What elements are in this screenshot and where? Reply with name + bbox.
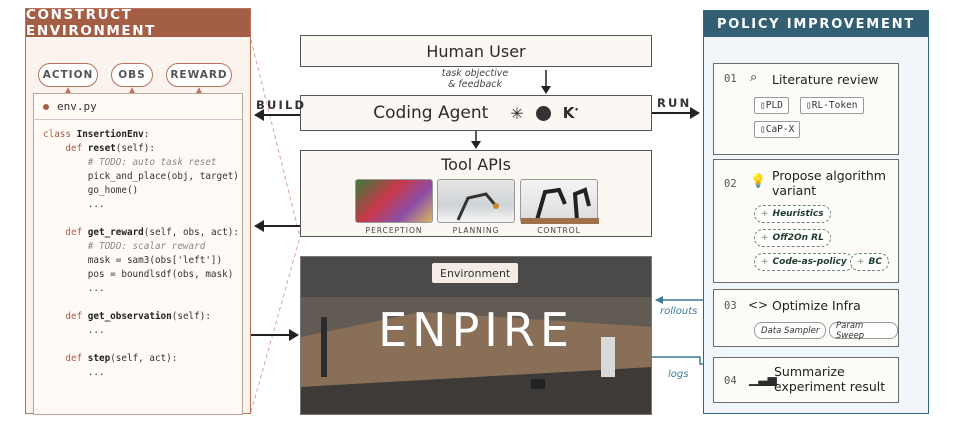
pill-action-arrow: ▲	[64, 86, 72, 96]
tag-cap-x: ▯ CaP-X	[754, 121, 801, 138]
control-robot-icon	[521, 187, 599, 224]
step-literature-review: 01 ⌕ Literature review ▯ PLD ▯ RL-Token …	[713, 63, 899, 155]
code-editor: env.py class InsertionEnv: def reset(sel…	[33, 93, 243, 415]
step-title: Summarize experiment result	[774, 364, 886, 394]
bar-chart-icon: ▁▃▅	[749, 372, 777, 386]
code-body: class InsertionEnv: def reset(self): # T…	[43, 129, 239, 378]
step-number: 04	[724, 375, 737, 387]
coding-agent-box: Coding Agent ✳ K•	[300, 95, 652, 131]
step-title: Optimize Infra	[772, 298, 861, 313]
tag-heuristics: +Heuristics	[754, 205, 831, 223]
rollouts-label: rollouts	[660, 306, 698, 317]
task-objective-label: task objective & feedback	[441, 68, 509, 90]
tag-pld: ▯ PLD	[754, 97, 789, 114]
pill-obs: OBS	[111, 63, 153, 87]
kimi-logo-icon: K•	[562, 104, 579, 122]
step-title: Literature review	[772, 72, 879, 87]
perception-image	[355, 179, 433, 223]
policy-improvement-header: POLICY IMPROVEMENT	[704, 11, 928, 37]
logs-label: logs	[668, 369, 689, 380]
pill-action: ACTION	[38, 63, 98, 87]
construct-environment-header: CONSTRUCT ENVIRONMENT	[26, 7, 250, 39]
tag-bc: +BC	[850, 253, 890, 271]
lightbulb-icon: 💡	[750, 174, 767, 189]
step-number: 02	[724, 178, 737, 190]
build-label: BUILD	[256, 98, 307, 112]
tool-label-perception: PERCEPTION	[365, 226, 423, 235]
pill-reward-arrow: ▲	[195, 86, 203, 96]
step-title: Propose algorithm variant	[772, 168, 886, 198]
code-file-tab: env.py	[34, 94, 242, 120]
tag-rl-token: ▯ RL-Token	[800, 97, 864, 114]
tag-param-sweep: Param Sweep	[829, 321, 898, 341]
environment-tag: Environment	[432, 263, 519, 283]
coding-agent-label: Coding Agent	[373, 103, 489, 123]
tool-apis-box: Tool APIs PERCEPTION PLANNING CONTROL	[300, 150, 652, 237]
enpire-title: ENPIRE	[378, 303, 574, 357]
human-user-box: Human User	[300, 35, 652, 67]
step-optimize-infra: 03 <> Optimize Infra Data Sampler Param …	[713, 289, 899, 347]
tool-label-planning: PLANNING	[452, 226, 500, 235]
step-propose-algorithm: 02 💡 Propose algorithm variant +Heuristi…	[713, 159, 899, 283]
planning-image	[437, 179, 515, 223]
tag-off2on-rl: +Off2On RL	[754, 229, 831, 247]
file-dot-icon	[43, 103, 49, 110]
tool-apis-title: Tool APIs	[441, 155, 511, 174]
anthropic-logo-icon	[535, 105, 551, 121]
step-summarize: 04 ▁▃▅ Summarize experiment result	[713, 357, 899, 403]
control-image	[520, 179, 599, 224]
code-brackets-icon: <>	[748, 298, 769, 312]
tag-data-sampler: Data Sampler	[754, 322, 827, 339]
planning-robot-icon	[456, 192, 499, 221]
openai-logo-icon: ✳	[510, 103, 524, 123]
construct-environment-panel: CONSTRUCT ENVIRONMENT ACTION OBS REWARD …	[25, 7, 251, 415]
pill-obs-arrow: ▲	[128, 86, 136, 96]
tool-label-control: CONTROL	[537, 226, 581, 235]
step-number: 03	[724, 300, 737, 312]
environment-image: Environment ENPIRE	[300, 256, 652, 415]
file-name: env.py	[57, 100, 97, 113]
step-number: 01	[724, 73, 737, 85]
search-icon: ⌕	[750, 70, 758, 85]
run-label: RUN	[657, 96, 692, 110]
lab-scene	[301, 257, 651, 414]
policy-improvement-panel: POLICY IMPROVEMENT 01 ⌕ Literature revie…	[703, 10, 929, 414]
pill-reward: REWARD	[166, 63, 232, 87]
tag-code-as-policy: +Code-as-policy	[754, 253, 854, 271]
